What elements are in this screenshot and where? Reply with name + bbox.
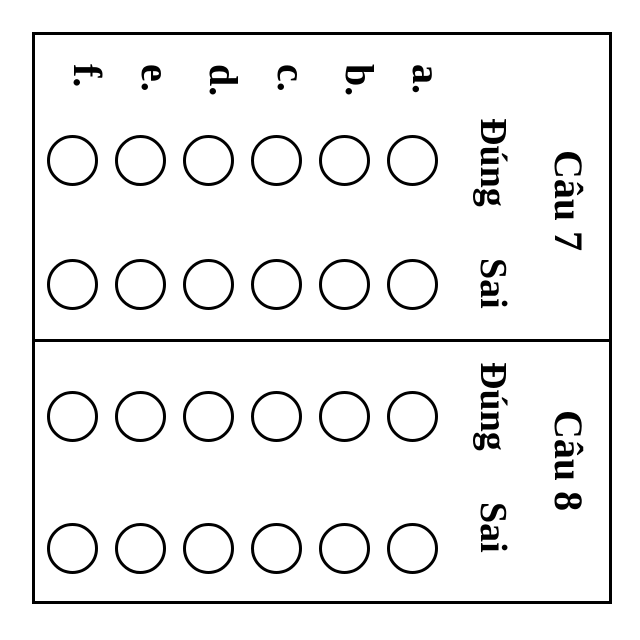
column-header-true-7: Đúng [472, 118, 514, 207]
row-label-e: e. [133, 64, 178, 92]
answer-bubble-q8-f-false[interactable] [47, 523, 98, 574]
answer-bubble-q8-a-false[interactable] [387, 523, 438, 574]
answer-bubble-q8-c-false[interactable] [251, 523, 302, 574]
question-title-8: Câu 8 [546, 410, 591, 512]
row-label-c: c. [269, 64, 314, 92]
answer-bubble-q7-f-false[interactable] [47, 259, 98, 310]
column-header-false-8: Sai [472, 502, 514, 553]
answer-bubble-q8-a-true[interactable] [387, 391, 438, 442]
answer-bubble-q7-c-false[interactable] [251, 259, 302, 310]
answer-bubble-q8-d-true[interactable] [183, 391, 234, 442]
row-label-d: d. [201, 64, 246, 97]
answer-bubble-q8-e-true[interactable] [115, 391, 166, 442]
answer-sheet-frame [32, 32, 612, 604]
answer-bubble-q7-d-false[interactable] [183, 259, 234, 310]
answer-bubble-q8-b-true[interactable] [319, 391, 370, 442]
question-title-7: Câu 7 [546, 150, 591, 252]
row-label-b: b. [337, 64, 382, 97]
answer-bubble-q8-e-false[interactable] [115, 523, 166, 574]
answer-bubble-q8-b-false[interactable] [319, 523, 370, 574]
answer-bubble-q7-b-true[interactable] [319, 135, 370, 186]
answer-bubble-q7-e-false[interactable] [115, 259, 166, 310]
row-label-a: a. [404, 64, 449, 94]
section-divider [32, 339, 612, 342]
row-label-f: f. [65, 64, 110, 88]
answer-bubble-q7-a-false[interactable] [387, 259, 438, 310]
answer-bubble-q7-d-true[interactable] [183, 135, 234, 186]
column-header-false-7: Sai [472, 258, 514, 309]
column-header-true-8: Đúng [472, 362, 514, 451]
answer-bubble-q7-e-true[interactable] [115, 135, 166, 186]
answer-bubble-q7-f-true[interactable] [47, 135, 98, 186]
answer-bubble-q7-a-true[interactable] [387, 135, 438, 186]
answer-bubble-q8-c-true[interactable] [251, 391, 302, 442]
answer-bubble-q7-b-false[interactable] [319, 259, 370, 310]
answer-bubble-q8-d-false[interactable] [183, 523, 234, 574]
answer-bubble-q8-f-true[interactable] [47, 391, 98, 442]
answer-bubble-q7-c-true[interactable] [251, 135, 302, 186]
